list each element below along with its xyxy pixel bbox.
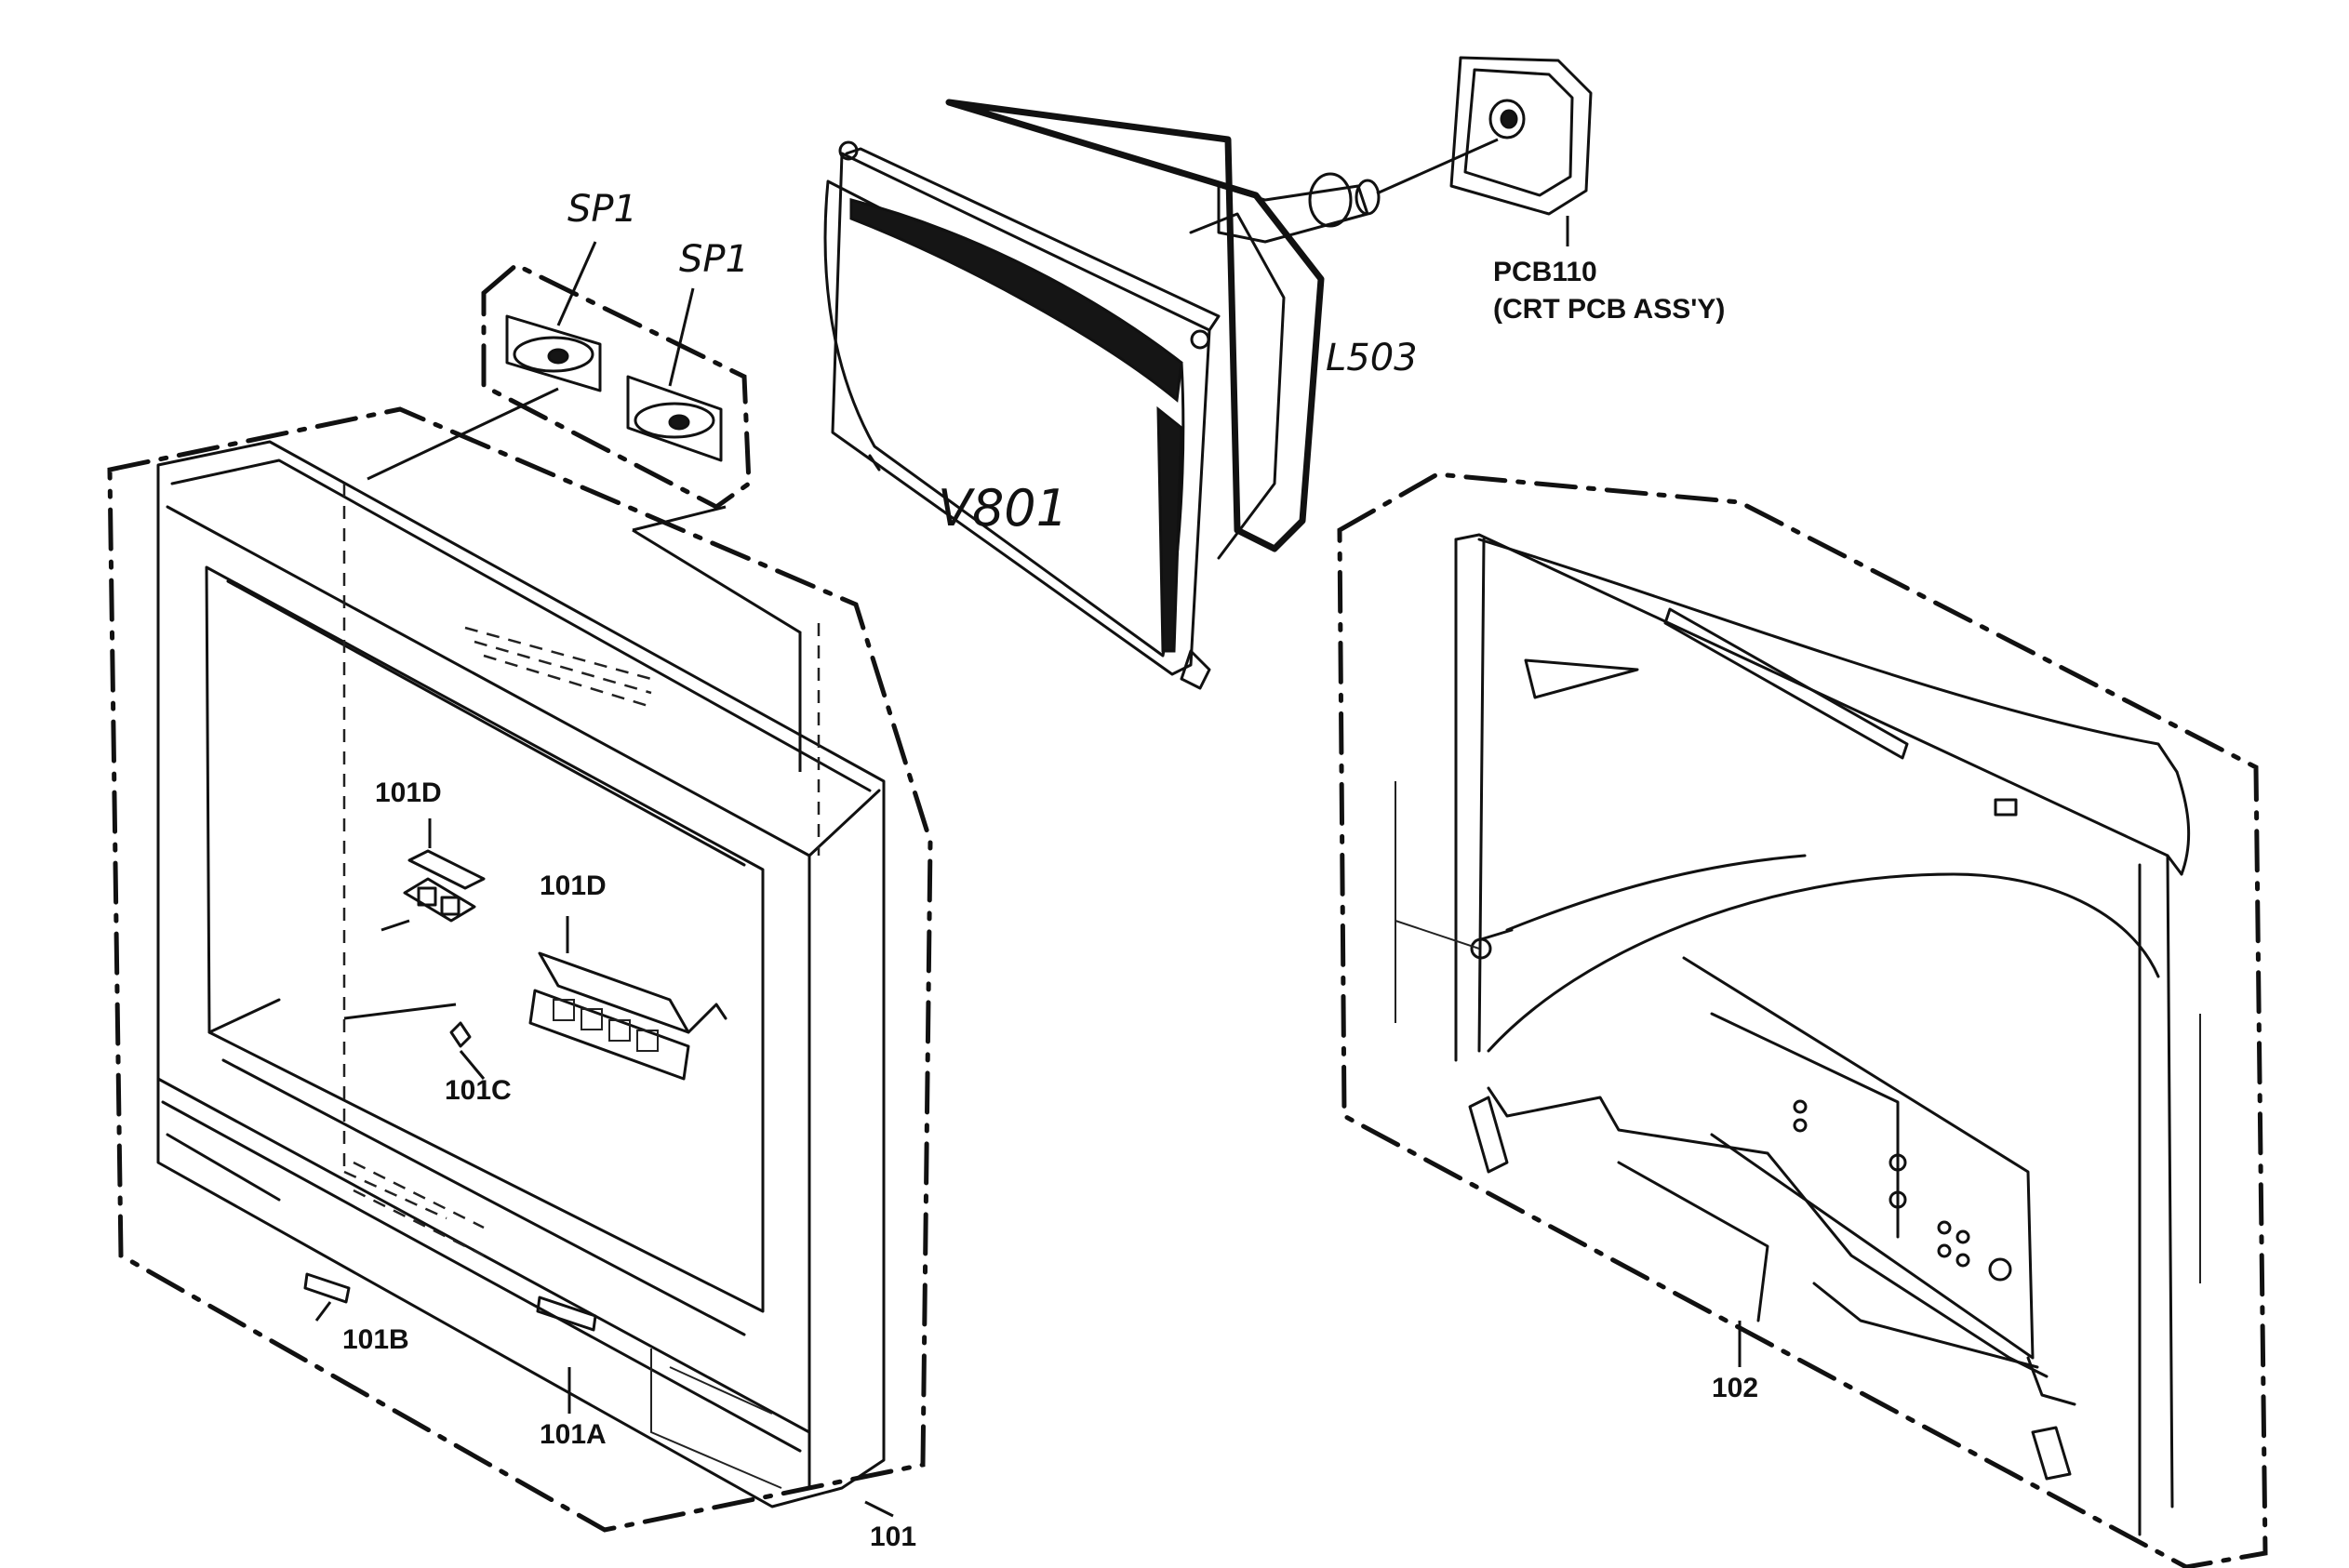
label-101d-lower: 101D <box>540 870 607 901</box>
speakers-sp1 <box>481 241 752 510</box>
label-102: 102 <box>1712 1373 1758 1403</box>
back-cabinet-102 <box>1337 472 2268 1568</box>
label-sp1-left: SP1 <box>567 188 637 231</box>
label-101: 101 <box>870 1521 916 1552</box>
crt-v801 <box>823 99 1499 690</box>
callout-labels: PCB110 (CRT PCB ASS'Y) V801 L503 SP1 SP1… <box>342 188 1758 1552</box>
label-pcb110-desc: (CRT PCB ASS'Y) <box>1493 294 1725 325</box>
front-cabinet-101 <box>107 387 933 1533</box>
label-l503: L503 <box>1326 337 1418 379</box>
pcb110-crt-pcb <box>1449 56 1593 246</box>
label-sp1-right: SP1 <box>679 238 749 281</box>
label-101a: 101A <box>540 1419 607 1450</box>
label-101c: 101C <box>445 1075 512 1106</box>
label-v801: V801 <box>938 479 1068 538</box>
label-pcb110: PCB110 <box>1493 257 1597 287</box>
label-101d-upper: 101D <box>375 777 442 808</box>
label-101b: 101B <box>342 1324 409 1355</box>
